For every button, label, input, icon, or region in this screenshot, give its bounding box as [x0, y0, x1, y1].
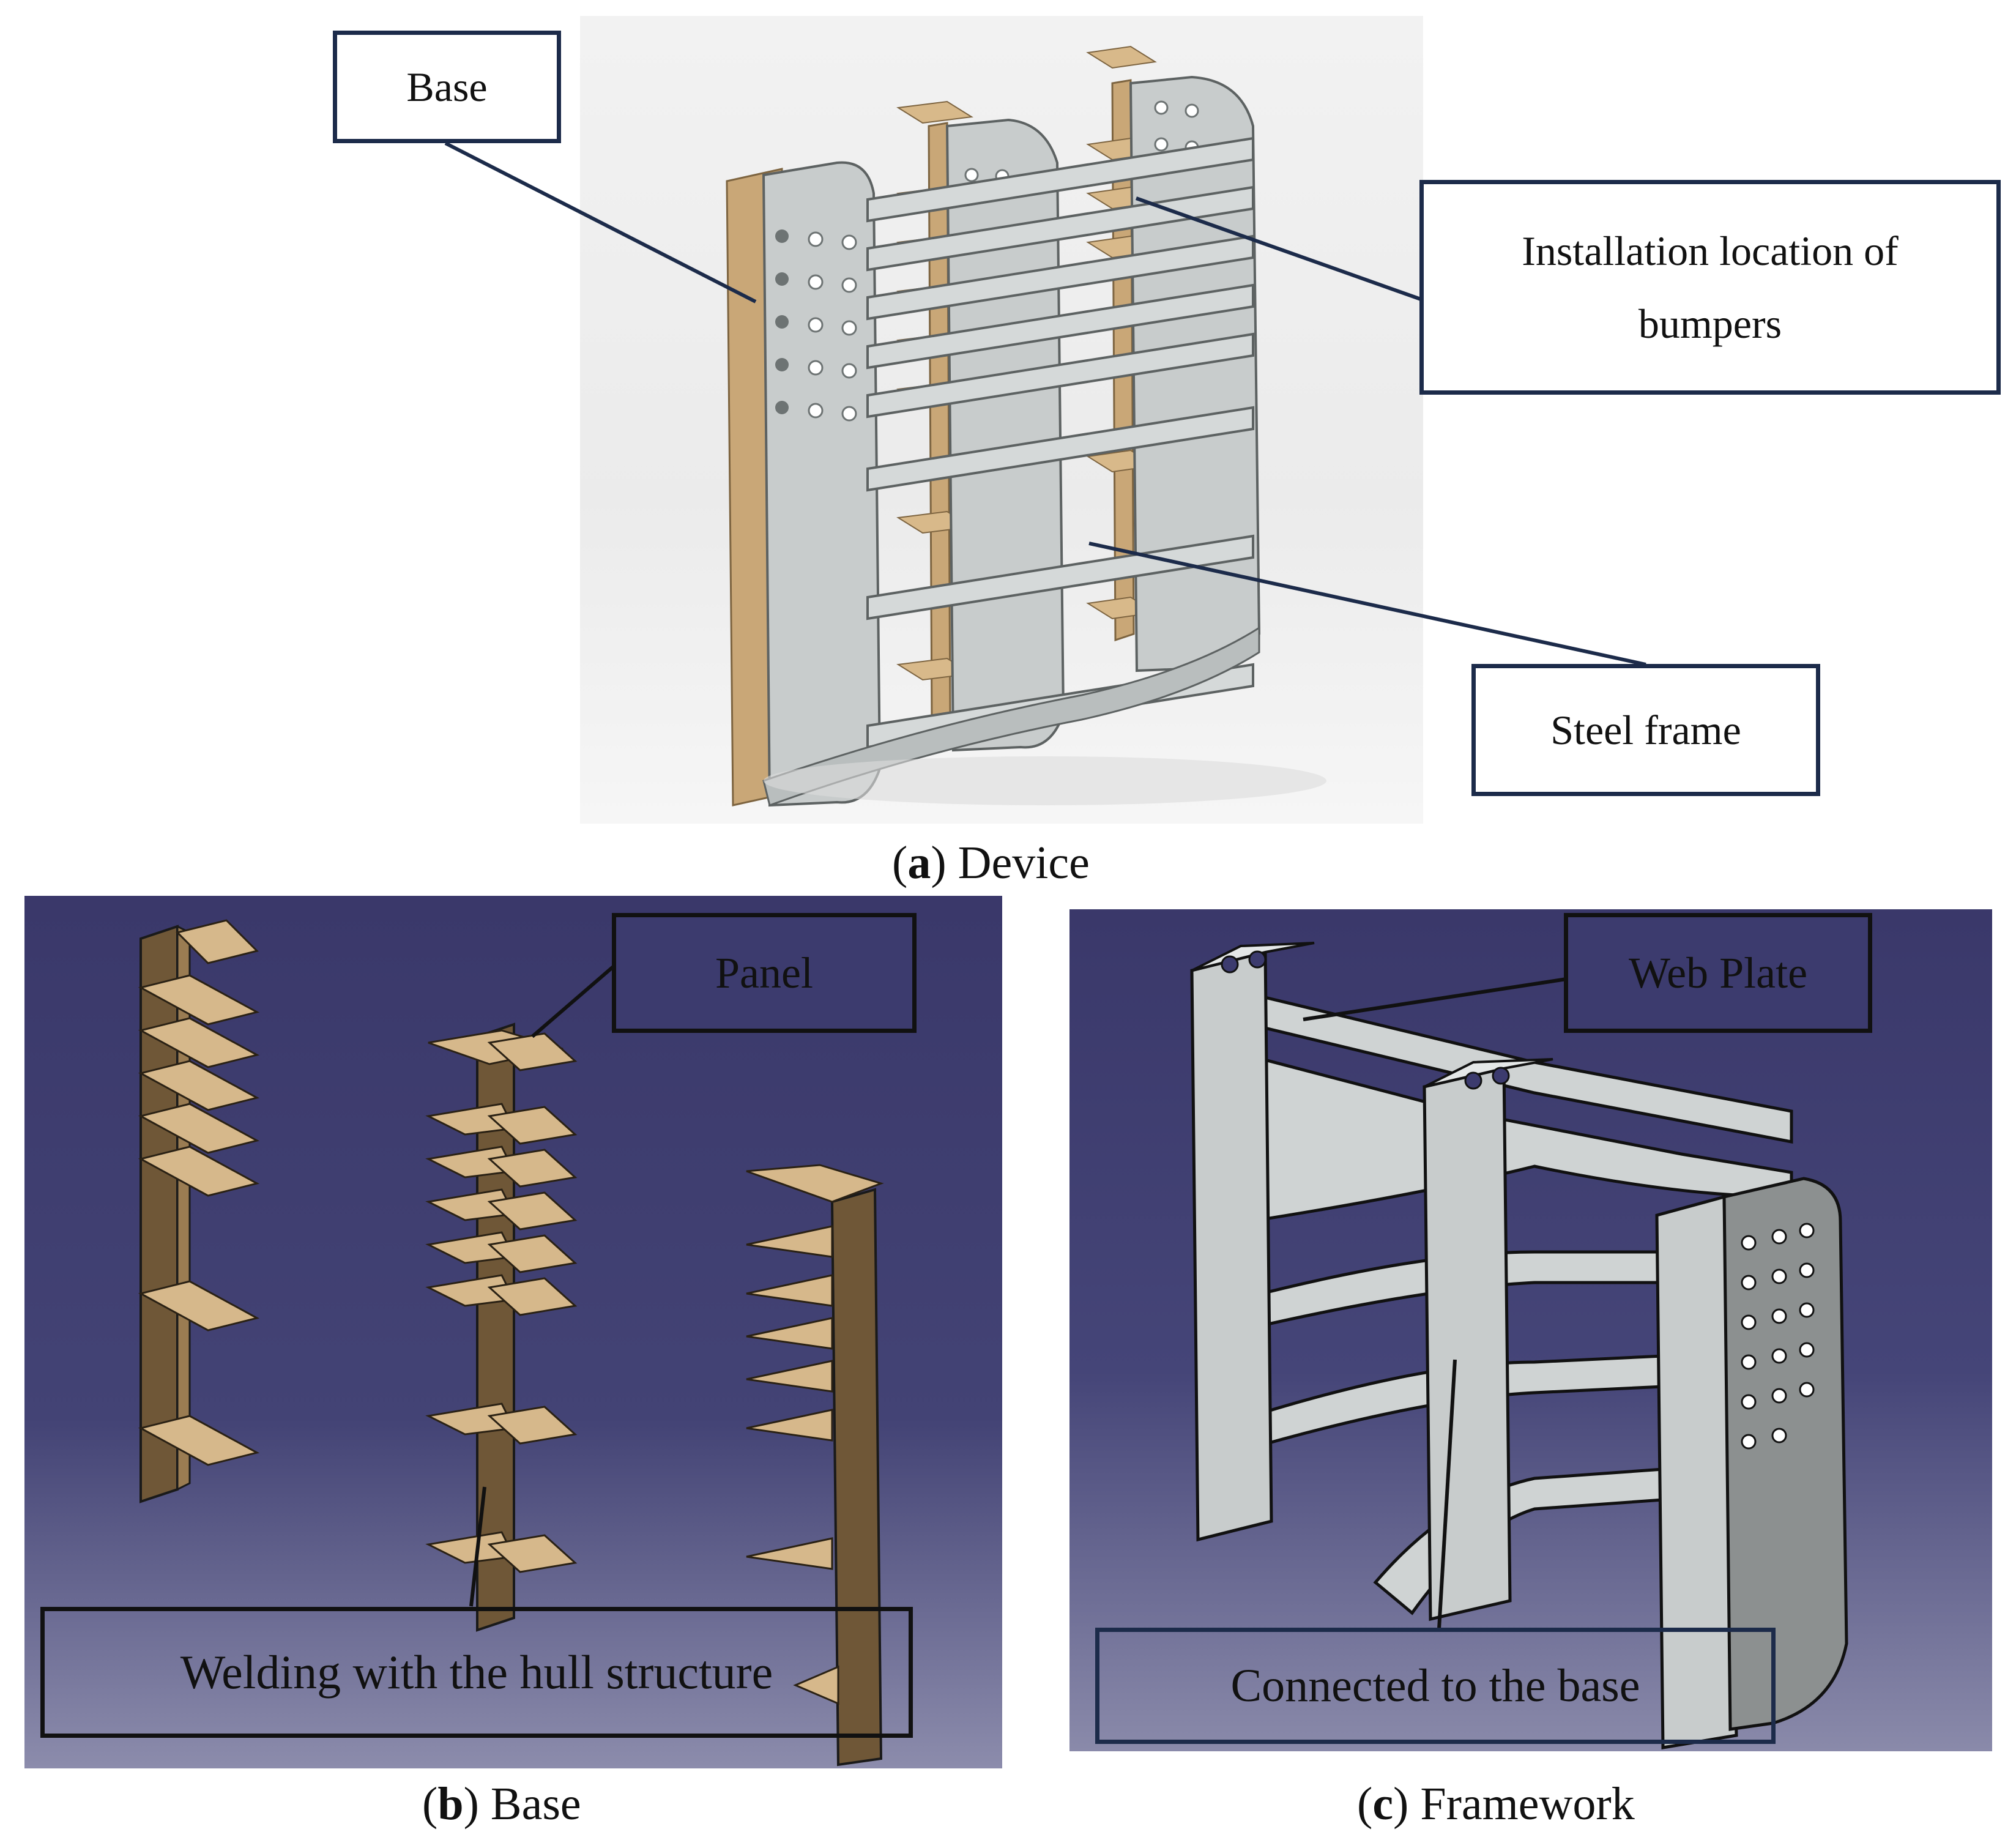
callout-base-label: Base [406, 63, 488, 110]
callout-welding-label: Welding with the hull structure [180, 1645, 773, 1699]
callout-base: Base [333, 31, 561, 143]
callout-web-plate-label: Web Plate [1628, 948, 1808, 997]
caption-a: (a) Device [892, 837, 1090, 888]
callout-panel-label: Panel [715, 948, 813, 997]
caption-c: (c) Framework [1357, 1778, 1635, 1830]
callout-steel-frame: Steel frame [1471, 664, 1820, 796]
callout-welding: Welding with the hull structure [40, 1607, 913, 1738]
callout-bumpers-label: Installation location of bumpers [1522, 227, 1899, 347]
base-illustration [138, 919, 884, 1767]
callout-web-plate: Web Plate [1564, 913, 1872, 1033]
caption-a-text: Device [958, 837, 1090, 888]
callout-bumpers: Installation location of bumpers [1419, 180, 2001, 395]
caption-a-letter: a [907, 837, 931, 888]
callout-steel-frame-label: Steel frame [1550, 706, 1741, 753]
callout-connected: Connected to the base [1095, 1628, 1776, 1744]
caption-b-text: Base [490, 1778, 581, 1830]
caption-c-text: Framework [1420, 1778, 1635, 1830]
base-cad-view [24, 896, 1002, 1768]
framework-cad-view [1069, 909, 1992, 1751]
device-render [580, 16, 1423, 824]
caption-b-letter: b [437, 1778, 464, 1830]
caption-b: (b) Base [422, 1778, 581, 1830]
device-illustration [726, 45, 1326, 807]
caption-c-letter: c [1372, 1778, 1394, 1830]
callout-connected-label: Connected to the base [1230, 1659, 1640, 1711]
callout-panel: Panel [612, 913, 917, 1033]
framework-illustration [1190, 942, 1848, 1749]
